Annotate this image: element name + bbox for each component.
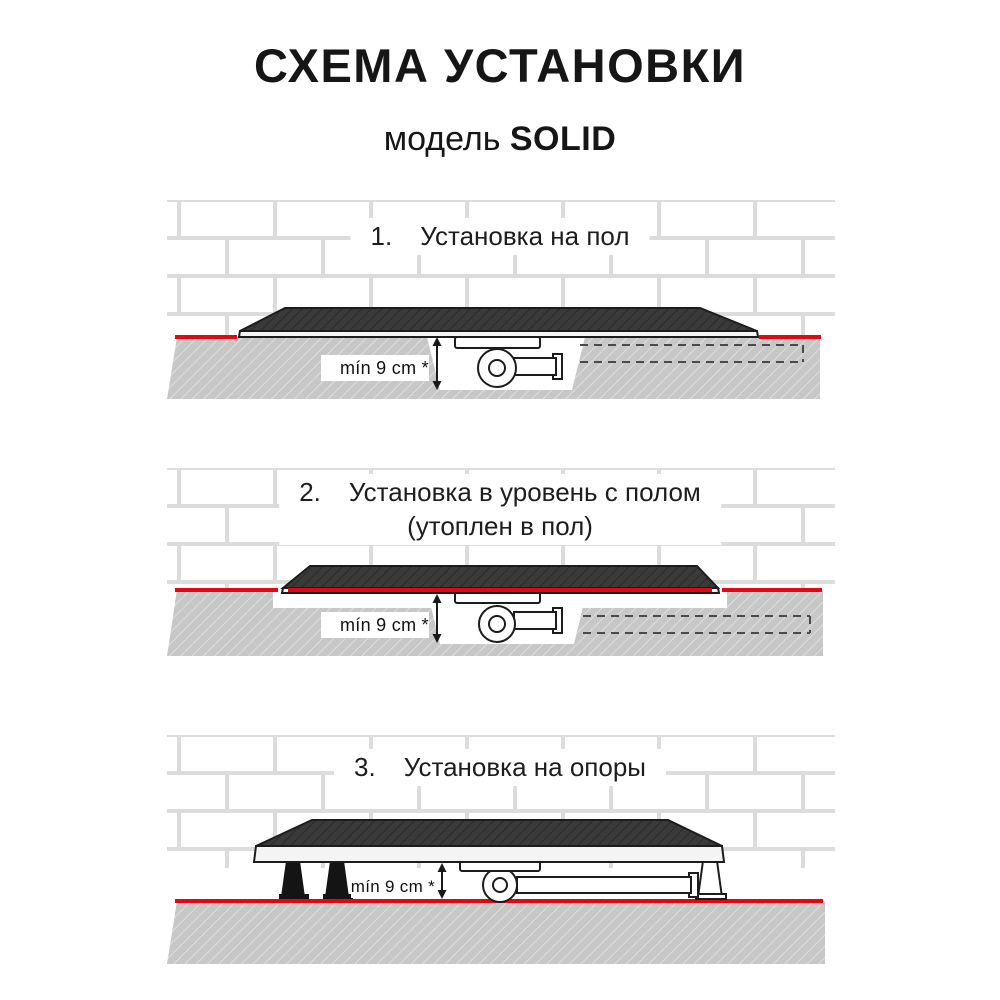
min-depth-label-bg xyxy=(321,612,429,638)
section-1-number: 1. xyxy=(370,221,393,251)
drain-siphon xyxy=(454,591,563,643)
hidden-pipe-dashed xyxy=(580,344,804,363)
dimension-arrow xyxy=(437,863,447,899)
section-3-number: 3. xyxy=(354,752,376,782)
section-2-title: Установка в уровень с полом xyxy=(348,477,701,507)
page-title: СХЕМА УСТАНОВКИ xyxy=(253,39,747,92)
section-install-on-supports: mín 9 cm * 3. Установка на опоры xyxy=(155,733,845,970)
section-1-title: Установка на пол xyxy=(420,221,630,251)
floor-slab xyxy=(167,901,825,964)
min-depth-label-bg xyxy=(321,355,429,381)
drain-siphon xyxy=(454,336,563,388)
page-subtitle: модель SOLID xyxy=(0,120,1000,159)
dimension-arrow xyxy=(432,594,442,643)
model-name: SOLID xyxy=(509,120,617,158)
section-1-header: 1. Установка на пол xyxy=(350,218,650,255)
min-depth-label: mín 9 cm * xyxy=(351,877,435,896)
min-depth-label-bg xyxy=(351,875,439,898)
shower-tray xyxy=(237,307,760,338)
min-depth-label: mín 9 cm * xyxy=(340,358,429,378)
section-3-title: Установка на опоры xyxy=(403,752,646,782)
dimension-arrow xyxy=(432,337,442,390)
model-prefix: модель xyxy=(383,120,501,158)
support-feet-black xyxy=(279,861,353,899)
section-install-on-floor: mín 9 cm * 1. Установка на пол xyxy=(155,198,845,435)
section-install-flush: mín 9 cm * 2. Установка в уровень с поло… xyxy=(155,466,845,703)
min-depth-label: mín 9 cm * xyxy=(340,615,429,635)
section-3-header: 3. Установка на опоры xyxy=(334,749,666,786)
section-2-header: 2. Установка в уровень с полом (утоплен … xyxy=(279,474,721,545)
shower-tray xyxy=(252,819,726,863)
drain-siphon xyxy=(459,860,699,903)
section-2-subtitle: (утоплен в пол) xyxy=(407,511,593,541)
section-2-number: 2. xyxy=(299,477,321,507)
hidden-pipe-dashed xyxy=(583,615,811,634)
